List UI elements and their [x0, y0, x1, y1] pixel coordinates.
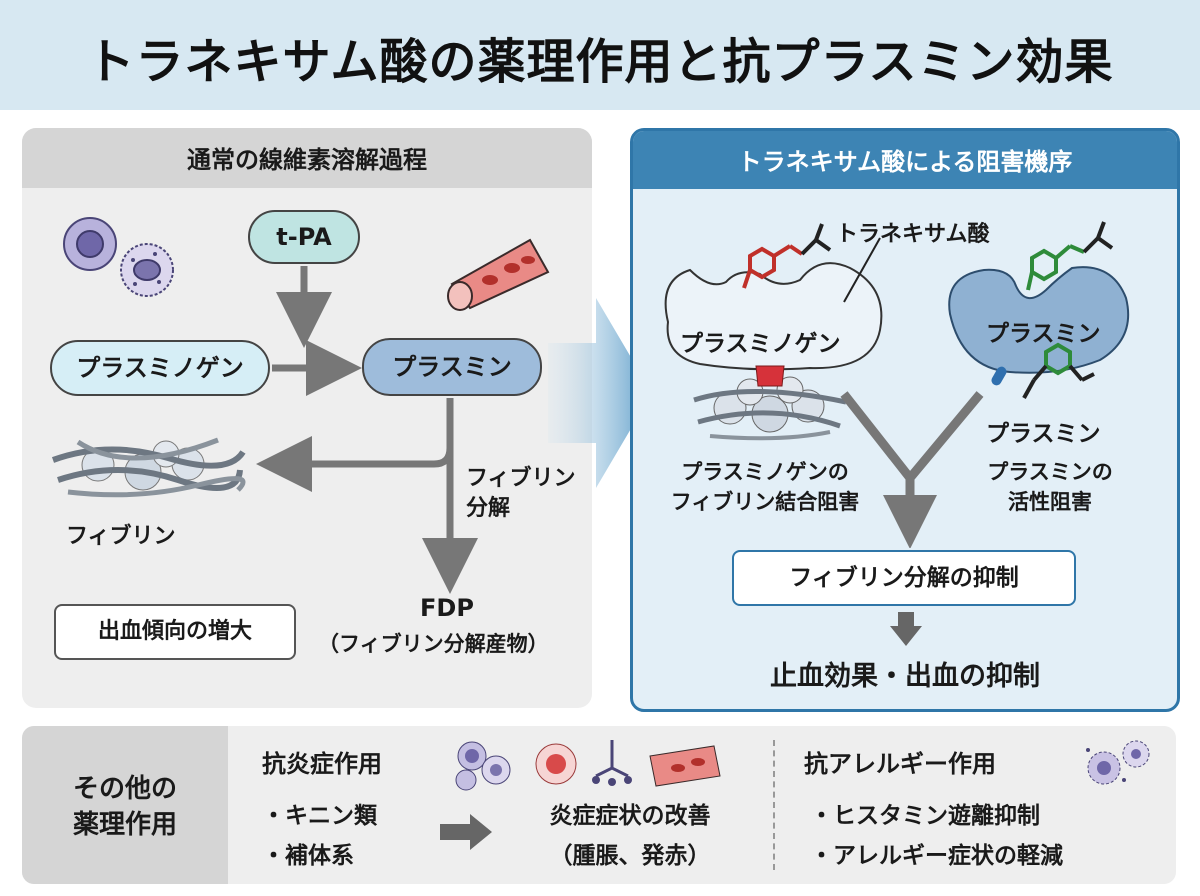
other-effects-title-2: 薬理作用 — [72, 810, 177, 840]
inhibit1-line2: フィブリン結合阻害 — [670, 490, 860, 514]
fdp-label: FDP — [420, 594, 474, 622]
left-flow-arrows — [256, 266, 478, 594]
anti-inflammatory-title: 抗炎症作用 — [262, 750, 382, 778]
blood-vessel-icon — [447, 238, 550, 311]
txa-molecule-green-icon — [1026, 221, 1114, 291]
page-title: トラネキサム酸の薬理作用と抗プラスミン効果 — [86, 34, 1114, 90]
fibrinolysis-label-2: 分解 — [466, 496, 511, 521]
fibrinolysis-suppression-box: フィブリン分解の抑制 — [732, 550, 1076, 606]
bottom-divider — [773, 740, 775, 870]
title-bar — [0, 0, 1200, 110]
hemostatic-effect: 止血効果・出血の抑制 — [770, 661, 1040, 692]
bleeding-tendency-box: 出血傾向の増大 — [54, 604, 296, 660]
right-panel-header — [633, 131, 1177, 189]
plasmin-enzyme-icon — [948, 266, 1130, 386]
inflammation-result-1: 炎症症状の改善 — [549, 803, 711, 829]
plasmin-top-label: プラスミン — [986, 321, 1101, 347]
blood-cell-icon — [63, 217, 174, 297]
inflammation-icons — [455, 740, 721, 791]
down-arrow-icon — [890, 612, 922, 646]
anti-inflammatory-item-2: ・補体系 — [262, 843, 354, 869]
right-arrow-icon — [440, 814, 492, 850]
fibrin-binding-icon — [693, 365, 847, 441]
plasminogen-enzyme-icon — [664, 237, 883, 371]
inhibit2-line2: 活性阻害 — [1008, 490, 1092, 514]
inhibit1-line1: プラスミノゲンの — [681, 460, 849, 484]
anti-allergy-item-2: ・アレルギー症状の軽減 — [810, 843, 1063, 869]
transition-arrow-icon — [548, 298, 652, 488]
tpa-node: t-PA — [248, 210, 360, 264]
inflammation-result-2: （腫脹、発赤） — [549, 843, 711, 869]
plasminogen-node: プラスミノゲン — [50, 340, 270, 396]
plasmin-bottom-label: プラスミン — [986, 421, 1101, 447]
plasmin-node: プラスミン — [362, 338, 542, 396]
anti-inflammatory-item-1: ・キニン類 — [262, 803, 377, 829]
txa-molecule-icon — [742, 223, 832, 289]
fibrin-mesh-icon — [51, 437, 246, 498]
fibrin-label: フィブリン — [66, 524, 176, 549]
left-panel-title: 通常の線維素溶解過程 — [187, 146, 427, 174]
inhibit2-line1: プラスミンの — [987, 460, 1113, 484]
fibrinolysis-label-1: フィブリン — [466, 466, 576, 491]
mast-cell-icon — [1086, 740, 1150, 785]
txa-molecule-bound-icon — [1022, 342, 1095, 399]
left-panel-header — [22, 128, 592, 188]
anti-allergy-item-1: ・ヒスタミン遊離抑制 — [810, 803, 1040, 829]
right-panel-title: トラネキサム酸による阻害機序 — [737, 148, 1073, 176]
merge-arrow-icon — [840, 391, 984, 548]
other-effects-title-1: その他の — [72, 774, 177, 804]
fdp-sub-label: （フィブリン分解産物） — [318, 632, 549, 656]
other-effects-side — [22, 726, 228, 884]
txa-label: トラネキサム酸 — [836, 222, 990, 247]
plasminogen-right-label: プラスミノゲン — [680, 331, 841, 357]
anti-allergy-title: 抗アレルギー作用 — [804, 750, 996, 778]
